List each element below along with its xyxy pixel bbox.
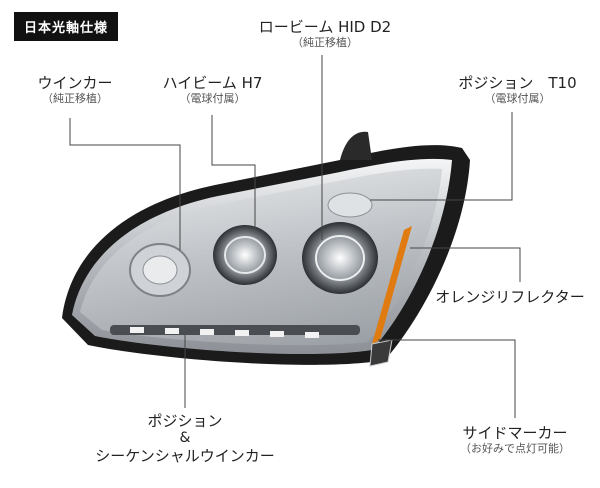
label-side-marker-sub: （お好みで点灯可能） [460,442,570,455]
label-winker-sub: （純正移植） [42,92,108,105]
label-side-marker: サイドマーカー （お好みで点灯可能） [445,424,585,456]
callout-high-beam [211,115,256,230]
label-low-beam: ロービーム HID D2 （純正移植） [240,18,410,50]
label-orange-reflector: オレンジリフレクター [430,288,590,306]
high-beam-projector [213,225,277,285]
label-position-t10-sub: （電球付属） [484,92,551,105]
label-high-beam: ハイビーム H7 （電球付属） [150,74,275,106]
label-low-beam-main: ロービーム HID D2 [258,18,392,36]
label-position-seq-amp: & [179,430,191,446]
label-position-t10-main: ポジション T10 [458,74,577,92]
spec-badge: 日本光軸仕様 [14,12,119,41]
callout-winker [69,118,181,250]
label-winker-main: ウインカー [37,74,113,92]
position-light [327,192,373,218]
label-position-seq-line3: シーケンシャルウインカー [95,447,275,465]
amber-reflector [372,226,412,344]
label-low-beam-sub: （純正移植） [292,36,358,49]
label-high-beam-sub: （電球付属） [179,92,246,105]
label-side-marker-main: サイドマーカー [462,424,568,442]
led-strip [110,325,360,338]
side-marker [369,339,393,367]
label-position-sequential: ポジション & シーケンシャルウインカー [85,412,285,465]
callout-side-marker [378,339,516,418]
label-high-beam-main: ハイビーム H7 [162,74,263,92]
low-beam-projector [302,222,378,294]
callout-position-t10 [370,112,513,201]
mounting-tab [340,131,372,160]
callout-reflector [410,247,521,282]
label-winker: ウインカー （純正移植） [25,74,125,106]
label-orange-reflector-main: オレンジリフレクター [435,288,585,306]
label-position-seq-line1: ポジション [147,412,223,430]
label-position-t10: ポジション T10 （電球付属） [450,74,585,106]
